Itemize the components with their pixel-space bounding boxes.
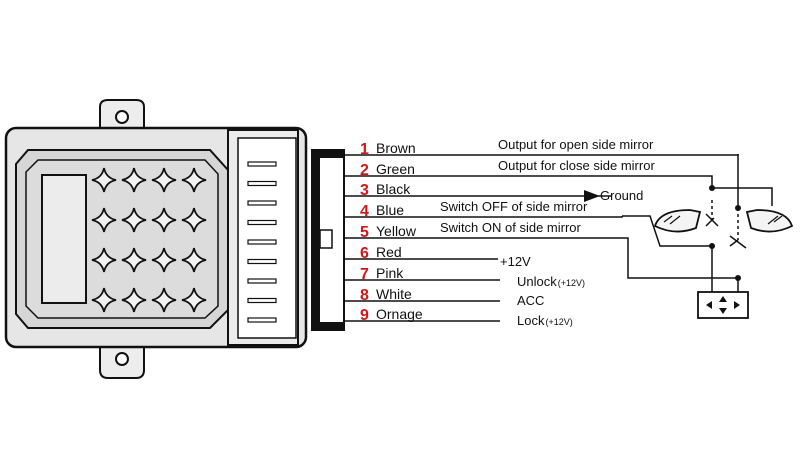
wire-number: 6 <box>360 245 369 262</box>
wire-color-label: Blue <box>376 202 404 218</box>
wire-number: 4 <box>360 203 369 220</box>
sparkle-icon <box>151 287 177 313</box>
wire-color-label: Red <box>376 244 402 260</box>
mounting-hole-top <box>115 110 129 124</box>
wire-color-label: Black <box>376 181 411 197</box>
direction-pad-icon <box>697 291 749 319</box>
control-module <box>4 99 345 379</box>
wire-color-label: Brown <box>376 140 416 156</box>
sparkle-icon <box>151 207 177 233</box>
wire-function-label: Output for close side mirror <box>498 158 655 173</box>
wire-function-suffix: (+12V) <box>558 278 585 288</box>
connector-pin <box>247 180 277 187</box>
wire-function-label: ACC <box>517 293 544 308</box>
connector-pin <box>247 219 277 226</box>
wire-function-label: Lock(+12V) <box>517 313 573 328</box>
sparkle-icon <box>151 167 177 193</box>
switch-icon <box>705 213 747 249</box>
wire-color-label: Ornage <box>376 306 423 322</box>
wire-function-label: Unlock(+12V) <box>517 274 585 289</box>
wire-function-label: Ground <box>600 188 643 203</box>
connector-pin <box>247 239 277 245</box>
connector-pin <box>247 297 277 304</box>
sparkle-icon <box>151 247 177 273</box>
label-window <box>41 174 87 304</box>
connector-pin <box>247 278 277 284</box>
connector-pins <box>247 161 277 323</box>
sparkle-grid <box>91 167 207 313</box>
mirror-circuit <box>598 154 773 292</box>
wire-number: 1 <box>360 141 369 158</box>
sparkle-icon <box>181 287 207 313</box>
connector-pin <box>247 258 277 265</box>
sparkle-icon <box>121 167 147 193</box>
wire-function-label: Switch ON of side mirror <box>440 220 582 235</box>
mounting-hole-bottom <box>115 352 129 366</box>
wire-number: 5 <box>360 224 369 241</box>
sparkle-icon <box>91 287 117 313</box>
sparkle-icon <box>181 207 207 233</box>
sparkle-icon <box>121 207 147 233</box>
connector-pin <box>247 317 277 323</box>
wire-color-label: Pink <box>376 265 404 281</box>
wire-number: 9 <box>360 307 369 324</box>
sparkle-icon <box>91 207 117 233</box>
sparkle-icon <box>91 167 117 193</box>
wire-function-suffix: (+12V) <box>545 317 572 327</box>
sparkle-icon <box>91 247 117 273</box>
wire-function-label: Output for open side mirror <box>498 137 654 152</box>
sparkle-icon <box>121 287 147 313</box>
mirror-icon <box>745 209 794 233</box>
mirror-icon <box>653 209 702 233</box>
wire-number: 2 <box>360 162 369 179</box>
sparkle-icon <box>181 167 207 193</box>
wire-color-label: White <box>376 286 412 302</box>
wire-number: 8 <box>360 287 369 304</box>
wire-function-label: Switch OFF of side mirror <box>440 199 588 214</box>
connector-pin <box>247 200 277 206</box>
wire-number: 7 <box>360 266 369 283</box>
connector-pin <box>247 161 277 167</box>
wire-color-label: Green <box>376 161 415 177</box>
sparkle-icon <box>121 247 147 273</box>
sparkle-icon <box>181 247 207 273</box>
arrow-right-icon <box>584 190 600 202</box>
wire-number: 3 <box>360 182 369 199</box>
wire-function-label: +12V <box>500 254 531 269</box>
wire-color-label: Yellow <box>376 223 417 239</box>
